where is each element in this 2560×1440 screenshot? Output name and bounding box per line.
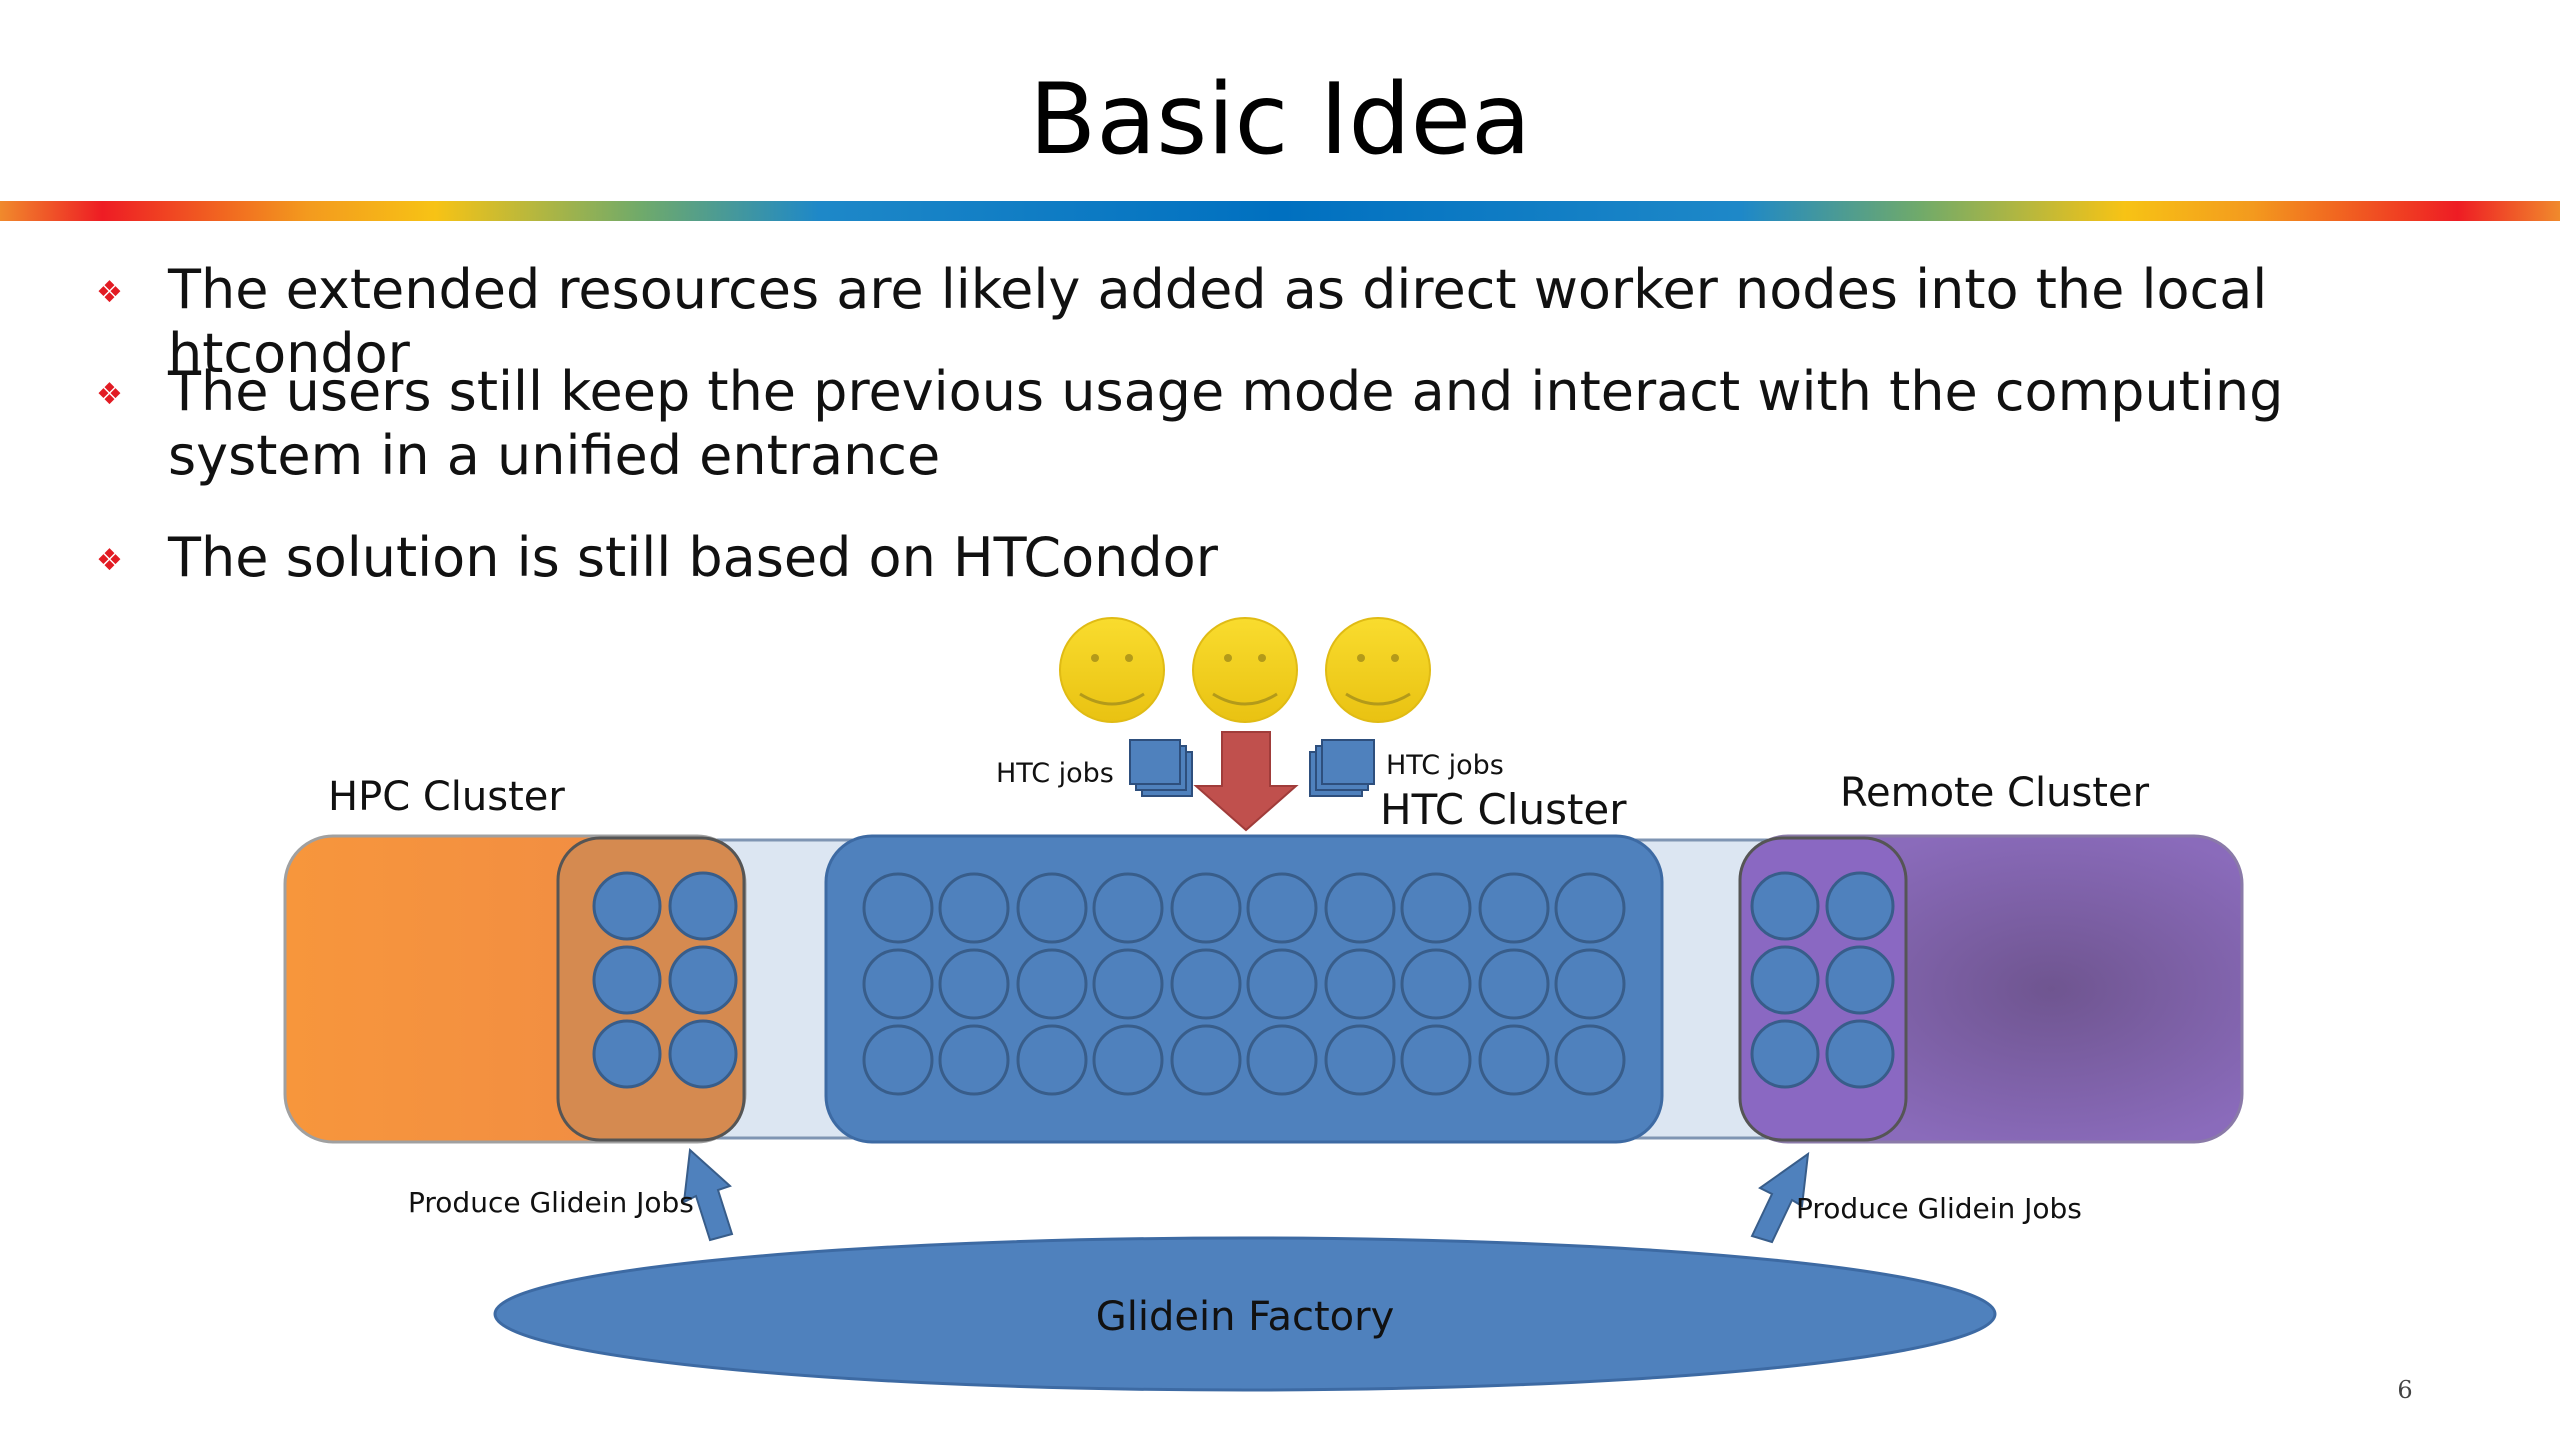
bullet-text: The solution is still based on HTCondor <box>168 526 1218 589</box>
job-stack-icon <box>1309 739 1375 797</box>
remote-glidein-nodes <box>1750 871 1895 1089</box>
bullet-text: The extended resources are likely added … <box>168 258 2268 385</box>
htc-jobs-label-left: HTC jobs <box>996 758 1114 789</box>
glidein-factory-ellipse <box>493 1236 1997 1392</box>
hpc-cluster-label: HPC Cluster <box>328 774 565 820</box>
smiley-face-icon <box>1325 617 1431 723</box>
page-number: 6 <box>2397 1376 2413 1404</box>
remote-cluster-label: Remote Cluster <box>1840 770 2150 816</box>
job-stack-icon <box>1129 739 1193 797</box>
smiley-face-icon <box>1192 617 1298 723</box>
htc-node-grid <box>862 872 1626 1096</box>
smiley-face-icon <box>1059 617 1165 723</box>
bullet-text: The users still keep the previous usage … <box>168 360 2284 487</box>
bullet-diamond-icon: ❖ <box>96 377 123 412</box>
htc-jobs-label-right: HTC jobs <box>1386 750 1504 781</box>
bullet-diamond-icon: ❖ <box>96 275 123 310</box>
up-arrow-icon <box>682 1147 734 1242</box>
produce-glidein-label-right: Produce Glidein Jobs <box>1796 1192 2082 1225</box>
htc-cluster-label: HTC Cluster <box>1380 785 1627 834</box>
hpc-glidein-nodes <box>592 871 738 1089</box>
title-divider <box>0 201 2560 221</box>
down-arrow-icon <box>1193 731 1299 832</box>
glidein-factory-label: Glidein Factory <box>1096 1294 1395 1340</box>
produce-glidein-label-left: Produce Glidein Jobs <box>408 1186 694 1219</box>
up-arrow-icon <box>1750 1151 1810 1244</box>
slide-title: Basic Idea <box>1028 63 1532 177</box>
bullet-diamond-icon: ❖ <box>96 543 123 578</box>
